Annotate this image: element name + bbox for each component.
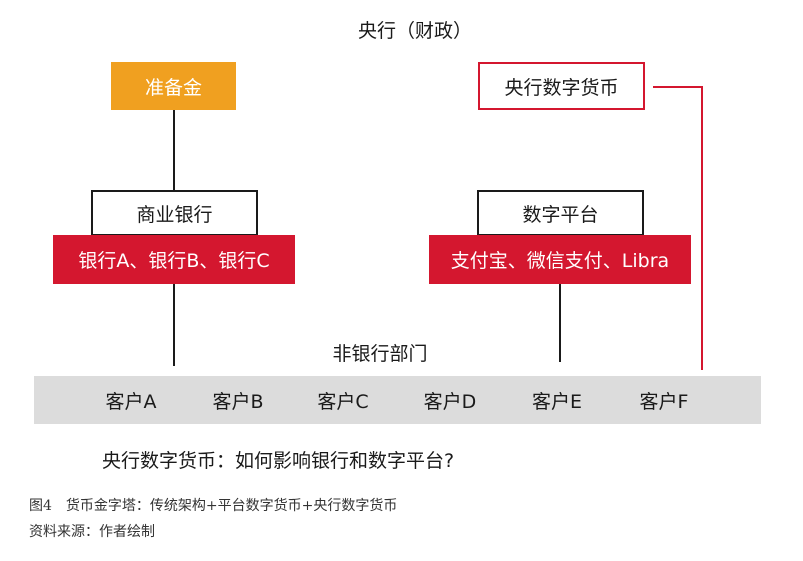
client-bar: [34, 376, 761, 424]
client-a: 客户A: [105, 390, 157, 413]
client-b: 客户B: [212, 390, 264, 413]
client-c: 客户C: [317, 390, 369, 413]
cbdc-box: 央行数字货币: [478, 62, 645, 110]
reserve-box: 准备金: [111, 62, 236, 110]
client-e: 客户E: [531, 390, 582, 413]
bank-to-client-a-line: [173, 284, 175, 366]
commercial-bank-header: 商业银行: [91, 190, 258, 236]
figure-source: 资料来源：作者绘制: [29, 524, 155, 540]
figure-caption: 图4 货币金字塔：传统架构+平台数字货币+央行数字货币: [29, 498, 398, 514]
question-text: 央行数字货币：如何影响银行和数字平台?: [102, 449, 455, 472]
reserve-to-bank-line: [173, 110, 175, 190]
client-f: 客户F: [639, 390, 689, 413]
client-d: 客户D: [423, 390, 477, 413]
nonbank-sector-label: 非银行部门: [332, 342, 428, 365]
commercial-bank-members: 银行A、银行B、银行C: [53, 235, 295, 284]
cbdc-vertical-line: [701, 86, 703, 370]
digital-platform-header: 数字平台: [477, 190, 644, 236]
central-bank-title: 央行（财政）: [357, 19, 472, 42]
platform-to-client-e-line: [559, 284, 561, 362]
digital-platform-members: 支付宝、微信支付、Libra: [429, 235, 691, 284]
cbdc-horizontal-line: [653, 86, 702, 88]
